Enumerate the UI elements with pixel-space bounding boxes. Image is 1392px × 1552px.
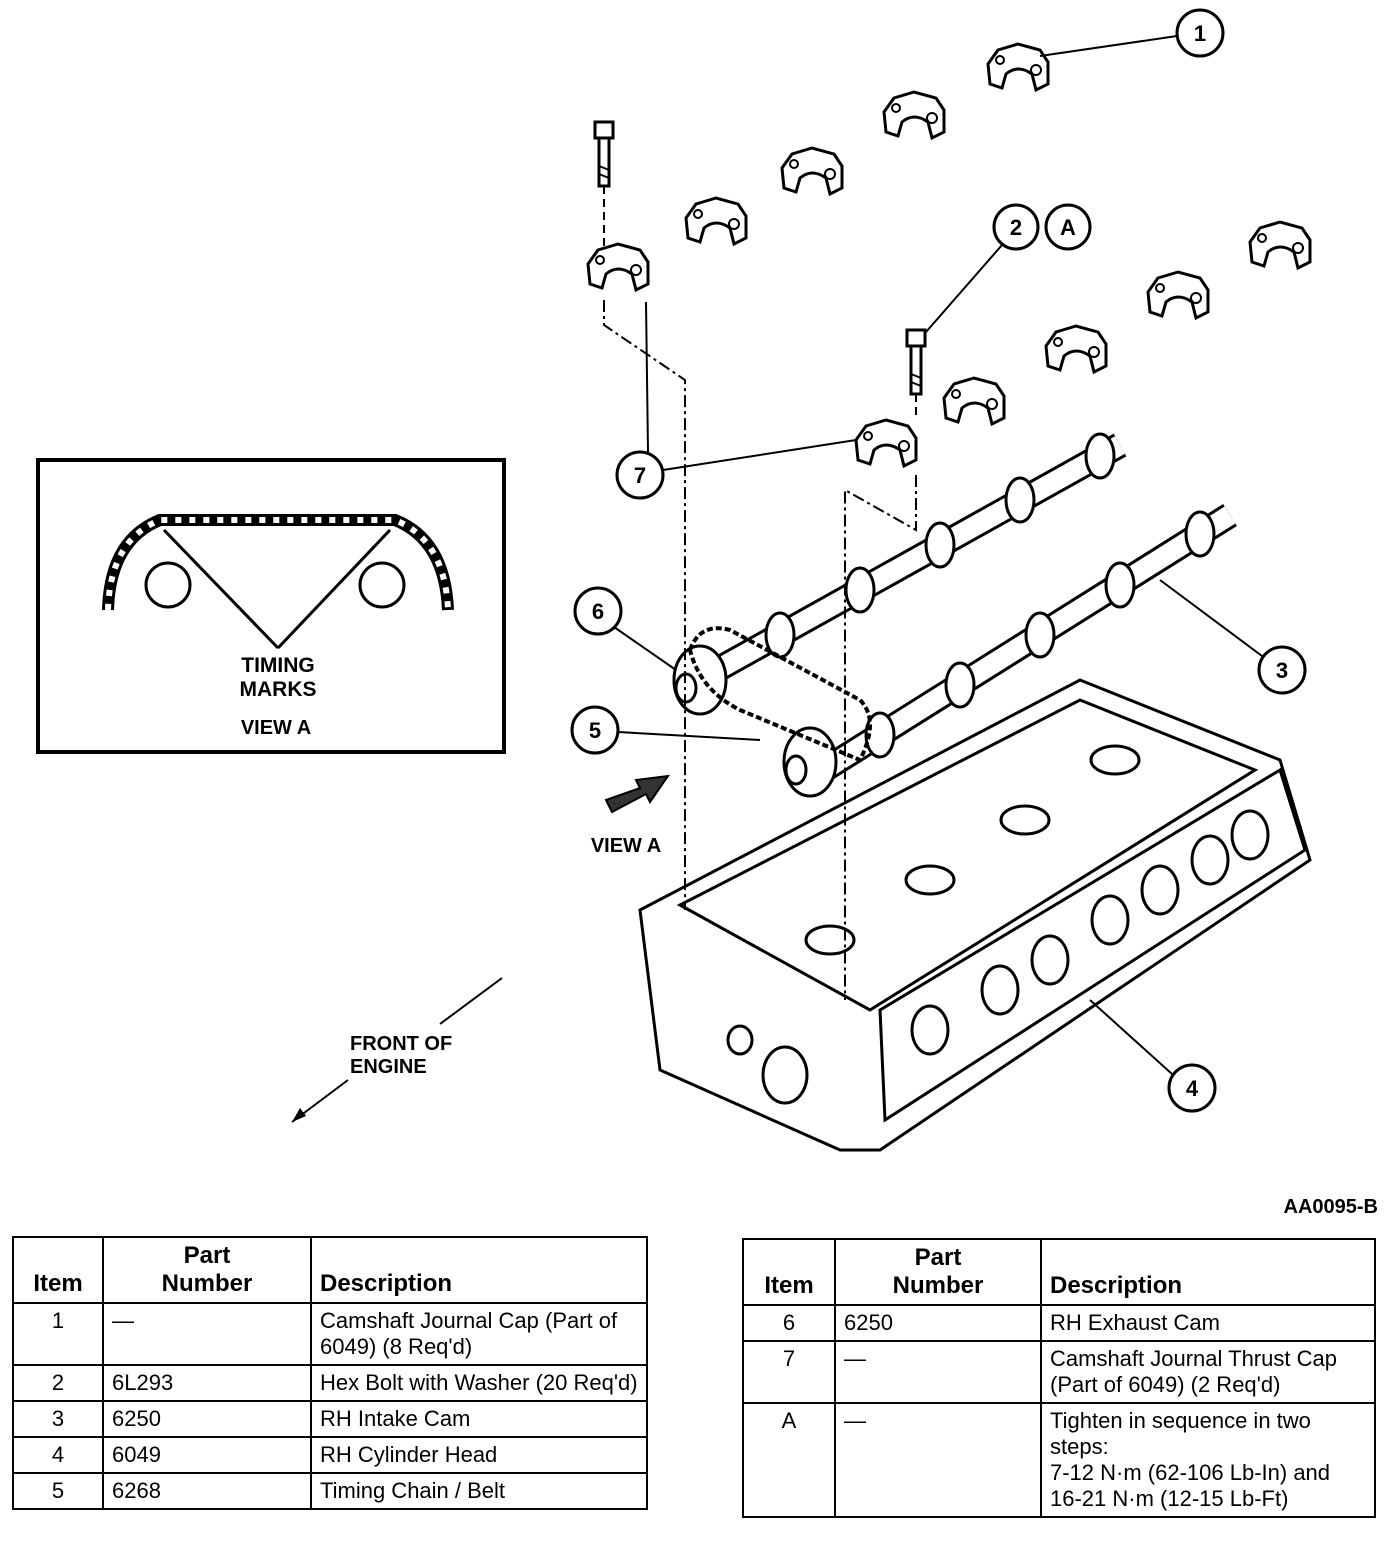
svg-text:A: A [1060,215,1076,240]
thrust-cap [854,418,918,468]
svg-text:TIMING: TIMING [241,654,315,677]
journal-cap [1248,220,1312,270]
callout-1: 1 [1175,8,1225,58]
svg-text:ENGINE: ENGINE [350,1056,427,1078]
header-item: Item [742,1238,836,1306]
callout-6: 6 [573,586,623,636]
header-item: Item [12,1236,104,1304]
svg-text:3: 3 [1276,658,1288,683]
callout-7: 7 [615,450,665,500]
svg-text:4: 4 [1186,1076,1199,1101]
thrust-cap [586,242,650,292]
cylinder-head [638,678,1312,1152]
view-a-arrow: VIEW A [591,774,671,857]
journal-cap [1044,324,1108,374]
svg-text:7: 7 [634,463,646,488]
svg-text:1: 1 [1194,21,1206,46]
timing-chain [687,626,872,763]
callout-4: 4 [1167,1063,1217,1113]
table-row: A— Tighten in sequence in two steps:7-12… [742,1402,1376,1518]
hex-bolt [905,328,927,396]
header-description: Description [1040,1238,1376,1306]
exploded-diagram: 1 2 A 3 4 5 6 7 TIMING MARKS VIEW A VIEW… [36,8,1312,1152]
callout-3: 3 [1257,645,1307,695]
callout-a: A [1044,203,1092,251]
journal-cap [684,196,748,246]
svg-text:VIEW A: VIEW A [591,835,661,857]
journal-cap [882,90,946,140]
view-a-inset: TIMING MARKS VIEW A [36,458,506,754]
callout-2: 2 [992,203,1040,251]
figure-code: AA0095-B [1283,1196,1378,1218]
exhaust-cam [672,432,1127,716]
svg-text:FRONT OF: FRONT OF [350,1033,452,1055]
svg-text:MARKS: MARKS [240,678,317,701]
header-description: Description [310,1236,648,1304]
journal-cap [942,376,1006,426]
svg-text:2: 2 [1010,215,1022,240]
callout-5: 5 [570,705,620,755]
svg-text:VIEW A: VIEW A [241,717,311,739]
svg-text:6: 6 [592,599,604,624]
table-row: 1—Camshaft Journal Cap (Part of 6049) (8… [12,1302,648,1366]
svg-text:5: 5 [589,718,601,743]
front-of-engine: FRONT OF ENGINE [291,977,503,1123]
table-row: 7—Camshaft Journal Thrust Cap (Part of 6… [742,1340,1376,1404]
journal-cap [986,42,1050,92]
hex-bolt [593,120,615,188]
intake-cam [782,503,1237,798]
journal-cap [1146,270,1210,320]
journal-cap [780,146,844,196]
